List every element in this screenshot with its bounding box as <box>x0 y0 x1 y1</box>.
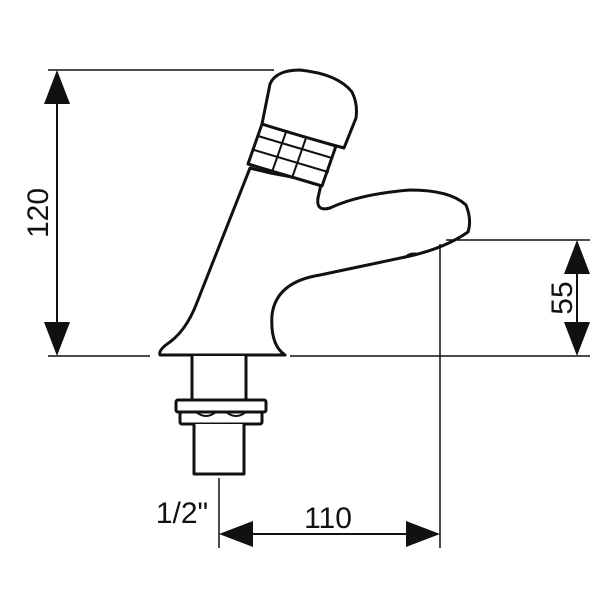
push-button <box>260 68 358 150</box>
spout-height-label: 55 <box>546 281 579 314</box>
faucet <box>158 68 472 476</box>
dimension-spout-55: 55 <box>290 239 590 357</box>
arrowhead-top <box>564 240 590 274</box>
arrowhead-bottom <box>44 322 70 356</box>
dimension-height-120: 120 <box>22 69 274 357</box>
arrowhead-top <box>44 70 70 104</box>
spout-tip-detail <box>403 252 419 259</box>
faucet-body <box>158 166 472 357</box>
thread-size-label: 1/2" <box>156 497 208 530</box>
arrowhead-right <box>406 521 440 547</box>
threaded-shank <box>174 354 268 476</box>
arrowhead-bottom <box>564 322 590 356</box>
dimension-reach-110: 110 <box>218 244 441 548</box>
height-label: 120 <box>22 188 55 238</box>
arrowhead-left <box>219 521 253 547</box>
reach-label: 110 <box>304 502 352 535</box>
